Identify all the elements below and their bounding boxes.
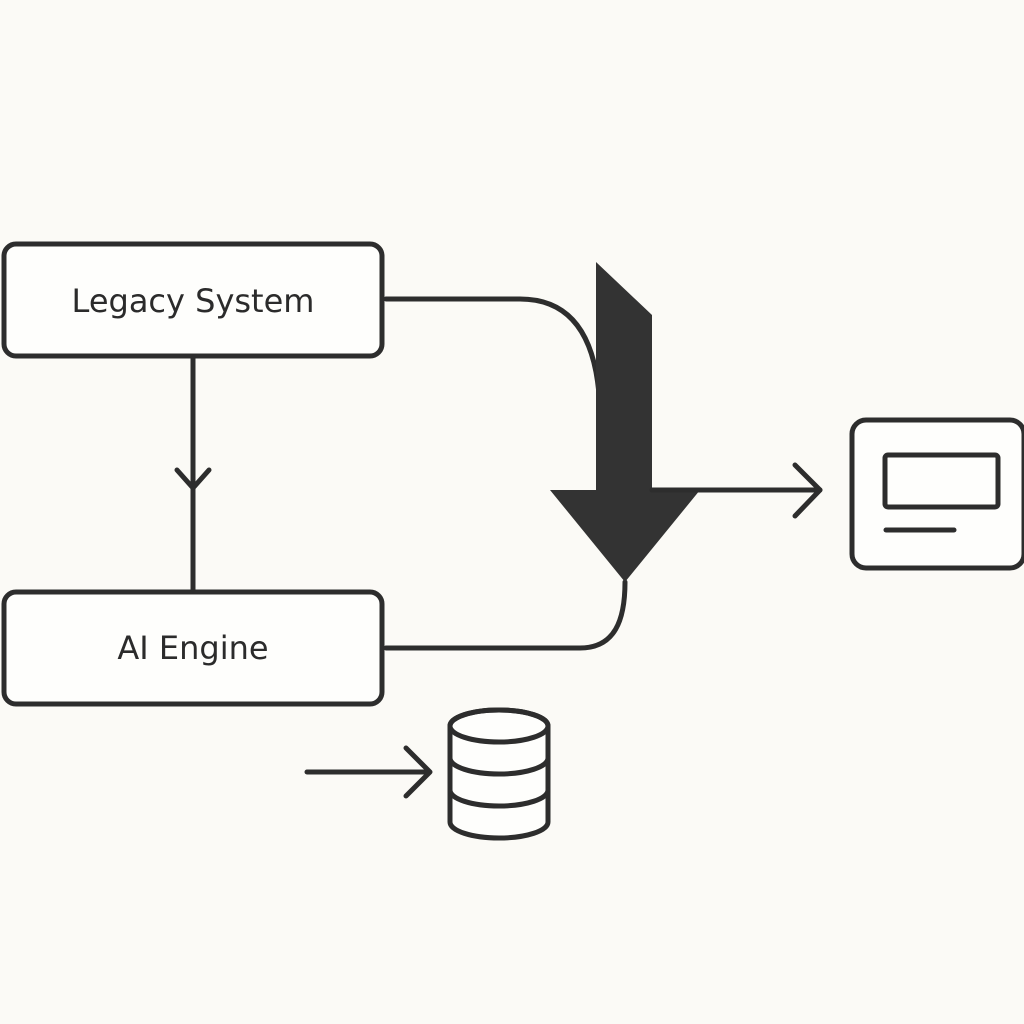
ai-engine-label: AI Engine	[117, 629, 268, 667]
merge-arrow-icon	[550, 262, 700, 582]
to-database-arrow	[304, 745, 433, 799]
legacy-to-engine-connector	[174, 355, 212, 593]
chevron-down-icon	[174, 467, 212, 491]
legacy-to-merge-connector	[383, 296, 603, 423]
legacy-system-node[interactable]: Legacy System	[1, 241, 385, 359]
merge-to-monitor-arrow	[649, 462, 823, 519]
monitor-icon[interactable]	[849, 417, 1024, 571]
database-icon[interactable]	[447, 707, 551, 841]
engine-to-merge-connector	[383, 579, 628, 651]
legacy-system-label: Legacy System	[72, 282, 315, 320]
ai-engine-node[interactable]: AI Engine	[1, 589, 385, 707]
